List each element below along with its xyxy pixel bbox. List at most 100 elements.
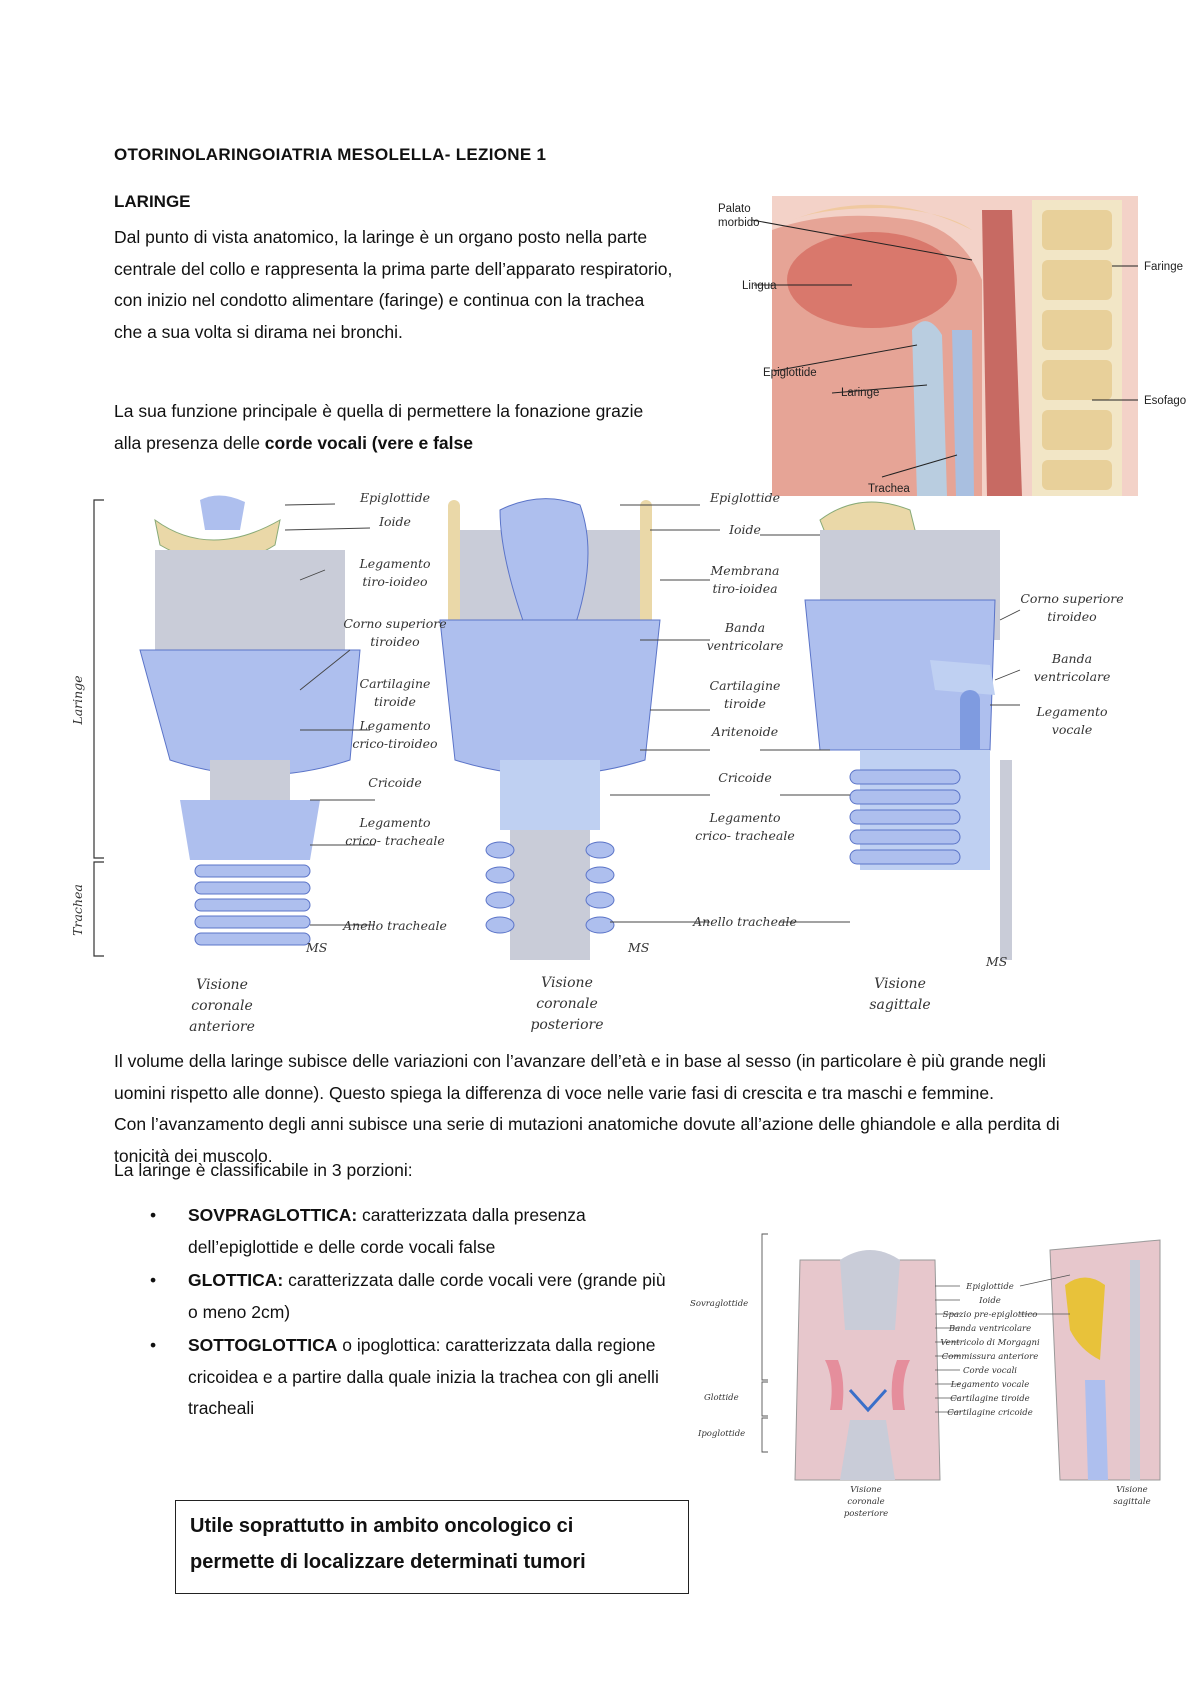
label-palato: Palato: [718, 203, 751, 215]
label-epiglottide: Epiglottide: [965, 1282, 1014, 1292]
function-bold-text: corde vocali (vere e false: [264, 432, 473, 453]
label-crico-tracheale: crico- tracheale: [695, 828, 794, 843]
caption-line: Visione: [196, 977, 248, 993]
label-cricoide: Cricoide: [718, 770, 771, 785]
signature-mark: MS: [305, 940, 327, 955]
label-lingua: Lingua: [742, 280, 777, 292]
signature-mark: MS: [627, 940, 649, 955]
label-anello-tracheale: Anello tracheale: [342, 918, 447, 933]
caption-line: Visione: [850, 1485, 881, 1495]
label-morbido: morbido: [718, 217, 760, 229]
leader-lines: [935, 1274, 1071, 1413]
list-item: • SOVPRAGLOTTICA: caratterizzata dalla pr…: [140, 1200, 680, 1263]
label-tiroideo: tiroideo: [1047, 609, 1096, 624]
label-ipoglottide: Ipoglottide: [697, 1429, 745, 1439]
signature-mark: MS: [985, 954, 1007, 969]
label-cartilagine-cricoide: Cartilagine cricoide: [947, 1408, 1033, 1418]
caption-line: coronale: [191, 998, 253, 1014]
label-vocale: vocale: [1052, 722, 1092, 737]
portion-name: SOVPRAGLOTTICA:: [188, 1205, 358, 1225]
view-coronal-anterior: [139, 495, 361, 946]
label-ventricolare: ventricolare: [707, 638, 784, 653]
label-corde-vocali: Corde vocali: [963, 1366, 1017, 1376]
label-banda: Banda: [724, 620, 765, 635]
list-item: • GLOTTICA: caratterizzata dalle corde vo…: [140, 1265, 680, 1328]
label-legamento: Legamento: [1035, 704, 1107, 719]
side-label-laringe: Laringe: [70, 675, 85, 725]
label-ioide: Ioide: [378, 514, 411, 529]
label-legamento: Legamento: [358, 815, 430, 830]
label-tiroideo: tiroideo: [370, 634, 419, 649]
caption-line: Visione: [874, 976, 926, 992]
label-epiglottide: Epiglottide: [709, 490, 780, 505]
section-heading: LARINGE: [114, 192, 191, 211]
label-epiglottide: Epiglottide: [763, 367, 817, 379]
caption-line: Visione: [1116, 1485, 1147, 1495]
portions-coronal-view: [794, 1250, 941, 1481]
intro-paragraph: Dal punto di vista anatomico, la laringe…: [114, 227, 673, 342]
portion-name: GLOTTICA:: [188, 1270, 284, 1290]
label-aritenoide: Aritenoide: [711, 724, 778, 739]
label-spazio-pre-epiglottico: Spazio pre-epiglottico: [943, 1310, 1038, 1320]
note-line-1: Utile soprattutto in ambito oncologico c…: [190, 1515, 574, 1537]
label-legamento: Legamento: [358, 718, 430, 733]
portions-sagittal-view: [1049, 1239, 1161, 1481]
volume-paragraph-1: Il volume della laringe subisce delle va…: [114, 1051, 1046, 1103]
label-faringe: Faringe: [1144, 261, 1183, 273]
bullet-icon: •: [150, 1205, 157, 1225]
label-corno-superiore: Corno superiore: [343, 616, 446, 631]
view-captions: Visione coronale posteriore Visione sagi…: [844, 1485, 1151, 1519]
label-ioide: Ioide: [728, 522, 761, 537]
label-corno-superiore: Corno superiore: [1020, 591, 1123, 606]
far-right-labels: Corno superiore tiroideo Banda ventricol…: [1020, 591, 1123, 737]
portion-text: caratterizzata dalle corde vocali vere (…: [188, 1270, 666, 1322]
leader-lines: [751, 219, 1138, 478]
note-box: Utile soprattutto in ambito oncologico c…: [175, 1500, 689, 1594]
trachea-shape: [952, 330, 974, 496]
right-labels: Epiglottide Ioide Membrana tiro-ioidea B…: [692, 490, 797, 929]
portion-text: caratterizzata dalla presenza dell’epigl…: [188, 1205, 586, 1257]
larynx-shape: [912, 321, 947, 496]
volume-paragraph-2: Con l’avanzamento degli anni subisce una…: [114, 1114, 1060, 1166]
function-text: La sua funzione principale è quella di p…: [114, 401, 644, 453]
label-legamento: Legamento: [358, 556, 430, 571]
portions-intro: La laringe è classificabile in 3 porzion…: [114, 1160, 413, 1180]
label-ventricolare: ventricolare: [1034, 669, 1111, 684]
portion-text: o ipoglottica: caratterizzata dalla regi…: [188, 1335, 659, 1418]
document-title: OTORINOLARINGOIATRIA MESOLELLA- LEZIONE …: [114, 145, 547, 164]
tongue: [787, 232, 957, 328]
view-captions: Visione coronale anteriore Visione coron…: [189, 975, 931, 1035]
label-trachea: Trachea: [868, 483, 910, 495]
caption-line: anteriore: [189, 1019, 255, 1035]
label-esofago: Esofago: [1144, 395, 1186, 407]
view-sagittal: [804, 501, 1012, 960]
leader-lines: [284, 503, 1021, 926]
portions-list: • SOVPRAGLOTTICA: caratterizzata dalla pr…: [140, 1200, 680, 1427]
portions-figure: Sovraglottide Glottide Ipoglottide Epigl…: [690, 1233, 1161, 1519]
label-sovraglottide: Sovraglottide: [690, 1299, 748, 1309]
center-labels: Epiglottide Ioide Legamento tiro-ioideo …: [342, 490, 447, 933]
caption-line: Visione: [541, 975, 593, 991]
caption-line: posteriore: [844, 1509, 888, 1519]
bullet-icon: •: [150, 1270, 157, 1290]
bullet-icon: •: [150, 1335, 157, 1355]
caption-line: coronale: [847, 1497, 884, 1507]
pharynx-wall: [982, 210, 1022, 496]
larynx-views-figure: Laringe Trachea: [70, 490, 1124, 1035]
caption-line: posteriore: [530, 1017, 603, 1033]
side-brackets: [93, 499, 104, 957]
label-legamento-vocale: Legamento vocale: [950, 1380, 1029, 1390]
label-cartilagine-tiroide: Cartilagine tiroide: [950, 1394, 1029, 1404]
label-ventricolo-morgagni: Ventricolo di Morgagni: [940, 1338, 1040, 1348]
caption-line: coronale: [536, 996, 598, 1012]
label-glottide: Glottide: [704, 1393, 739, 1403]
label-crico-tiroideo: crico-tiroideo: [352, 736, 437, 751]
side-brackets: [761, 1233, 768, 1453]
head-sagittal-figure: Palato morbido Lingua Epiglottide Laring…: [718, 196, 1186, 496]
label-banda-ventricolare: Banda ventricolare: [948, 1324, 1031, 1334]
caption-line: sagittale: [869, 997, 930, 1013]
label-anello-tracheale: Anello tracheale: [692, 914, 797, 929]
label-tiroide: tiroide: [724, 696, 766, 711]
note-line-2: permette di localizzare determinati tumo…: [190, 1551, 586, 1573]
label-crico-tracheale: crico- tracheale: [345, 833, 444, 848]
